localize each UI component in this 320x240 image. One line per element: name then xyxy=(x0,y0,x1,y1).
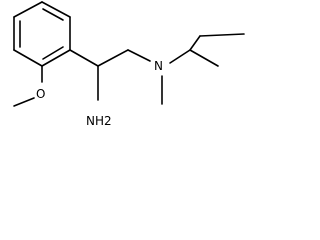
bond-isopropyl-left xyxy=(189,49,219,67)
bond-isopropyl-top xyxy=(199,33,245,37)
benzene-ring xyxy=(13,1,71,67)
bond-ring-1 xyxy=(41,1,71,18)
nitrogen-label: N xyxy=(154,59,163,73)
bond-ring-4 xyxy=(13,49,43,67)
bond-isopropyl-right xyxy=(189,35,201,51)
bond-ring-6 xyxy=(13,1,43,18)
bond-ring-to-ch xyxy=(69,49,99,67)
bond-n-to-isopropyl xyxy=(169,49,191,64)
bond-ring-double-b xyxy=(42,46,64,60)
bond-ch2-to-n xyxy=(127,49,151,62)
oxygen-label: O xyxy=(36,87,45,101)
bond-ring-double-a xyxy=(42,8,64,21)
bond-ch-to-ch2 xyxy=(97,49,129,67)
bond-ring-3 xyxy=(41,49,71,67)
amine-label: NH2 xyxy=(86,114,112,128)
bond-oxygen-to-methyl xyxy=(13,97,35,107)
chemical-structure-diagram: O NH2 N xyxy=(13,1,245,128)
